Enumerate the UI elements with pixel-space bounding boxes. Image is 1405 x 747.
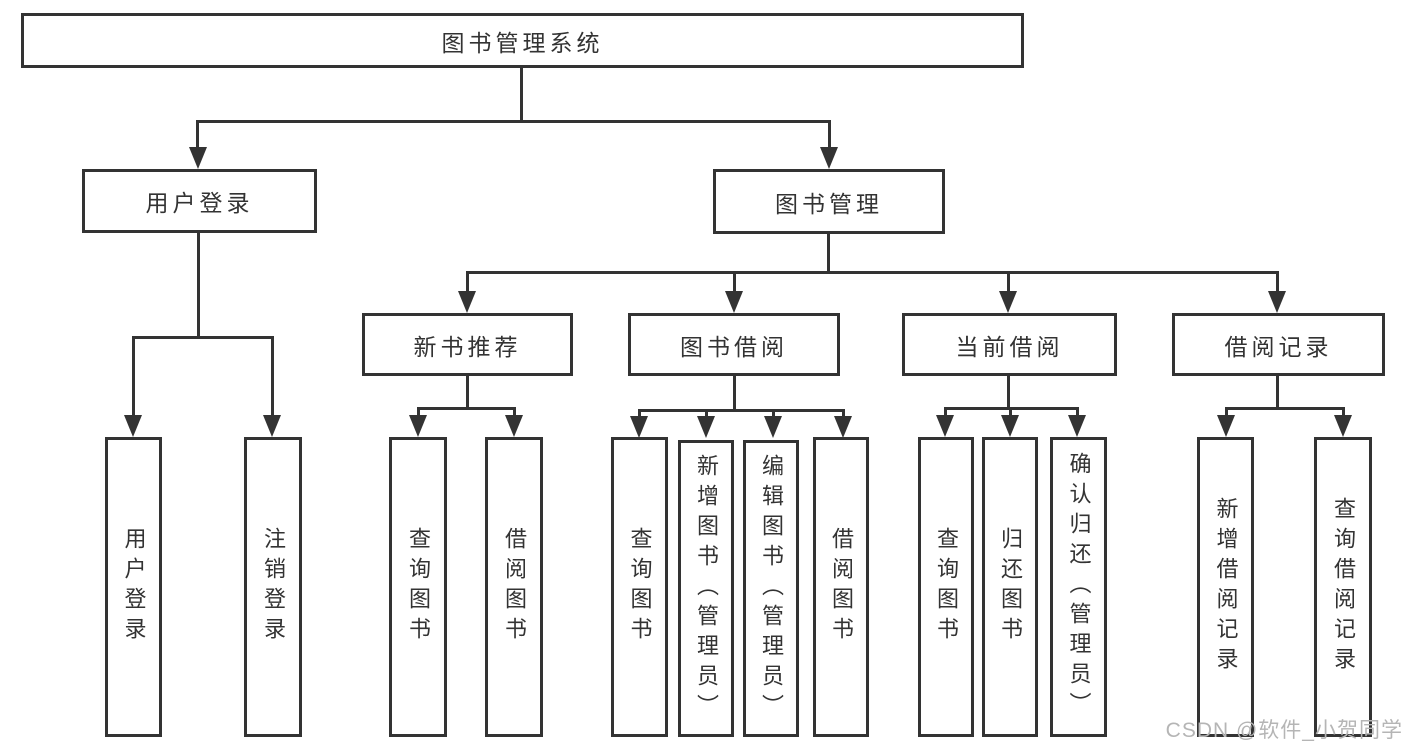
arrow-down-icon [630,416,648,438]
arrow-down-icon [697,416,715,438]
arrow-down-icon [263,415,281,437]
connector-line [196,120,831,123]
arrow-down-icon [409,415,427,437]
node-label: 图书管理系统 [441,29,604,56]
connector-line [1342,407,1345,417]
connector-line [520,66,523,120]
node-add-books-admin: 新增图书（管理员） [678,440,734,737]
node-borrow-books-recommend: 借阅图书 [485,437,543,737]
node-add-borrow-record: 新增借阅记录 [1197,437,1254,737]
connector-line [1225,407,1228,417]
arrow-down-icon [936,415,954,437]
node-edit-books-admin: 编辑图书（管理员） [743,440,799,737]
connector-line [638,409,845,412]
connector-line [1276,271,1279,293]
connector-line [271,336,274,417]
connector-line [197,233,200,339]
node-user-login: 用户登录 [82,169,317,233]
connector-line [1225,407,1345,410]
node-label: 新增借阅记录 [1213,497,1239,677]
node-label: 用户登录 [121,527,147,647]
node-label: 注销登录 [261,527,286,647]
connector-line [417,407,516,410]
connector-line [513,407,516,418]
connector-line [466,271,469,293]
arrow-down-icon [820,147,838,169]
arrow-down-icon [725,291,743,313]
connector-line [705,409,708,418]
connector-line [827,234,830,274]
node-label: 查询图书 [934,527,959,647]
node-user-login-leaf: 用户登录 [105,437,162,737]
node-query-books-current: 查询图书 [918,437,974,737]
arrow-down-icon [834,416,852,438]
node-book-borrowing: 图书借阅 [628,313,840,376]
arrow-down-icon [505,415,523,437]
connector-line [842,409,845,418]
node-label: 编辑图书（管理员） [759,453,784,724]
connector-line [772,409,775,418]
connector-line [944,407,947,417]
connector-line [1009,407,1012,417]
connector-line [733,271,736,293]
node-book-management: 图书管理 [713,169,945,234]
arrow-down-icon [458,291,476,313]
connector-line [417,407,420,418]
connector-line [466,376,469,410]
arrow-down-icon [189,147,207,169]
node-query-books-recommend: 查询图书 [389,437,447,737]
node-label: 图书借阅 [680,333,788,360]
node-new-book-recommendation: 新书推荐 [362,313,573,376]
connector-line [1007,376,1010,409]
node-query-borrow-record: 查询借阅记录 [1314,437,1372,737]
node-label: 查询图书 [627,527,653,647]
connector-line [1076,407,1079,417]
node-borrow-books-borrowing: 借阅图书 [813,437,869,737]
connector-line [466,271,1279,274]
arrow-down-icon [764,416,782,438]
arrow-down-icon [1268,291,1286,313]
node-label: 图书管理 [775,190,883,217]
node-return-books: 归还图书 [982,437,1038,737]
node-label: 当前借阅 [955,333,1064,360]
node-label: 用户登录 [145,190,254,216]
node-label: 借阅图书 [829,527,854,647]
node-label: 新书推荐 [413,333,522,360]
arrow-down-icon [1334,415,1352,437]
connector-line [196,120,199,149]
node-label: 确认归还（管理员） [1066,452,1092,722]
connector-line [132,336,274,339]
connector-line [1007,271,1010,293]
node-label: 查询借阅记录 [1331,497,1356,677]
node-logout: 注销登录 [244,437,302,737]
connector-line [733,376,736,411]
node-query-books-borrowing: 查询图书 [611,437,668,737]
node-borrowing-records: 借阅记录 [1172,313,1385,376]
node-label: 借阅记录 [1224,333,1333,360]
connector-line [828,120,831,149]
csdn-watermark: CSDN @软件_小贺同学 [1165,719,1403,742]
connector-line [1276,376,1279,409]
node-confirm-return-admin: 确认归还（管理员） [1050,437,1107,737]
node-label: 查询图书 [406,527,431,647]
connector-line [132,336,135,417]
node-current-borrowing: 当前借阅 [902,313,1117,376]
connector-line [638,409,641,418]
node-label: 新增图书（管理员） [694,453,719,724]
arrow-down-icon [1217,415,1235,437]
node-library-management-system: 图书管理系统 [21,13,1024,68]
node-label: 归还图书 [998,527,1023,647]
arrow-down-icon [1068,415,1086,437]
arrow-down-icon [1001,415,1019,437]
arrow-down-icon [124,415,142,437]
node-label: 借阅图书 [502,527,527,647]
arrow-down-icon [999,291,1017,313]
